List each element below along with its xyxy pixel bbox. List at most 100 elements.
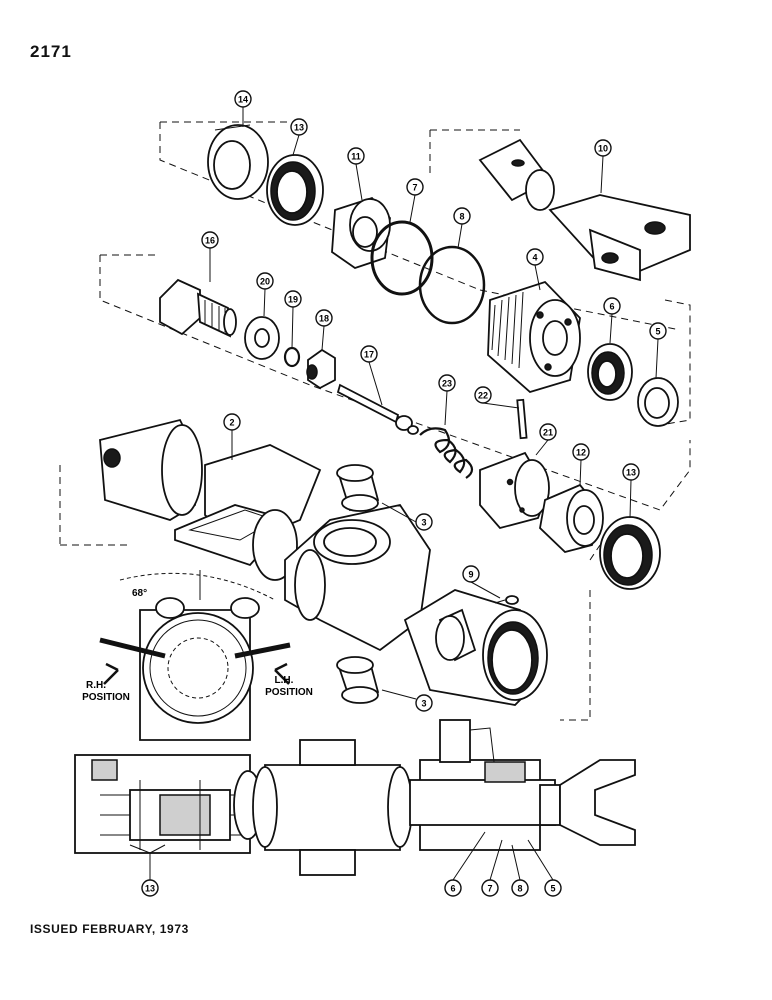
part-16-bolt bbox=[159, 278, 237, 338]
callout-7-bottom: 7 bbox=[481, 879, 499, 897]
callout-13-top: 13 bbox=[290, 118, 308, 136]
callout-17: 17 bbox=[360, 345, 378, 363]
callout-7-top: 7 bbox=[406, 178, 424, 196]
callout-number: 8 bbox=[459, 212, 464, 222]
callout-circle bbox=[572, 443, 590, 461]
callout-number: 7 bbox=[487, 884, 492, 894]
callout-number: 12 bbox=[576, 448, 586, 458]
callout-circle bbox=[438, 374, 456, 392]
callout-circle bbox=[290, 118, 308, 136]
page-number: 2171 bbox=[30, 42, 72, 61]
callout-4: 4 bbox=[526, 248, 544, 266]
callout-6-bottom: 6 bbox=[444, 879, 462, 897]
callout-circle bbox=[539, 423, 557, 441]
part-3-bushing-bottom bbox=[336, 656, 380, 704]
middle-group-outline bbox=[99, 254, 691, 511]
part-3-bushing-top bbox=[336, 464, 380, 512]
callout-circle bbox=[201, 231, 219, 249]
part-20-washer bbox=[244, 316, 280, 360]
callout-number: 23 bbox=[442, 379, 452, 389]
part-14-seal bbox=[207, 124, 269, 200]
callout-number: 3 bbox=[421, 518, 426, 528]
lh-position-label-line1: L.H. bbox=[275, 675, 294, 686]
part-13-seal-mid bbox=[599, 516, 661, 590]
cross-section-center bbox=[252, 739, 413, 876]
callout-circle bbox=[511, 879, 529, 897]
callout-number: 11 bbox=[351, 152, 361, 162]
callout-circle bbox=[415, 513, 433, 531]
cylinder-end-cap bbox=[403, 589, 548, 706]
rh-position-label-line2: POSITION bbox=[82, 692, 130, 703]
callout-number: 22 bbox=[478, 391, 488, 401]
callout-16: 16 bbox=[201, 231, 219, 249]
callout-circle bbox=[544, 879, 562, 897]
part-10-rod-clevis bbox=[478, 138, 691, 282]
callout-number: 9 bbox=[468, 570, 473, 580]
callout-circle bbox=[444, 879, 462, 897]
callout-circle bbox=[360, 345, 378, 363]
top-group-outline bbox=[159, 121, 691, 426]
issued-date: ISSUED FEBRUARY, 1973 bbox=[30, 922, 189, 936]
callout-11: 11 bbox=[347, 147, 365, 165]
callout-number: 16 bbox=[205, 236, 215, 246]
callout-circle bbox=[315, 309, 333, 327]
callout-number: 13 bbox=[294, 123, 304, 133]
part-7-o-ring-top bbox=[370, 220, 434, 296]
end-view-position-diagram bbox=[99, 570, 291, 741]
part-4-piston bbox=[487, 280, 581, 394]
part-8-backup-ring-top bbox=[418, 245, 486, 325]
callout-circle bbox=[256, 272, 274, 290]
lh-position-label-line2: POSITION bbox=[265, 687, 313, 698]
callout-number: 17 bbox=[364, 350, 374, 360]
callout-circle bbox=[234, 90, 252, 108]
callout-number: 2 bbox=[229, 418, 234, 428]
part-22-pin bbox=[516, 398, 528, 440]
callout-19: 19 bbox=[284, 290, 302, 308]
callout-10: 10 bbox=[594, 139, 612, 157]
callout-number: 13 bbox=[626, 468, 636, 478]
callout-circle bbox=[622, 463, 640, 481]
callout-8-top: 8 bbox=[453, 207, 471, 225]
callout-number: 8 bbox=[517, 884, 522, 894]
callout-number: 21 bbox=[543, 428, 553, 438]
callout-circle bbox=[526, 248, 544, 266]
callout-circle bbox=[594, 139, 612, 157]
callout-circle bbox=[347, 147, 365, 165]
callout-circle bbox=[284, 290, 302, 308]
rh-position-label-line1: R.H. bbox=[86, 680, 106, 691]
callout-circle bbox=[223, 413, 241, 431]
callout-number: 18 bbox=[319, 314, 329, 324]
callout-2: 2 bbox=[223, 413, 241, 431]
callout-number: 6 bbox=[450, 884, 455, 894]
part-6-seal-top bbox=[587, 343, 633, 401]
callout-circle bbox=[603, 297, 621, 315]
callout-3-top: 3 bbox=[415, 513, 433, 531]
part-11-gland bbox=[331, 196, 391, 269]
part-2-cylinder-tube bbox=[99, 418, 322, 581]
callout-circle bbox=[141, 879, 159, 897]
callout-number: 20 bbox=[260, 277, 270, 287]
part-9-screw bbox=[494, 595, 519, 605]
callout-number: 10 bbox=[598, 144, 608, 154]
callout-13-bottom: 13 bbox=[141, 879, 159, 897]
callout-21: 21 bbox=[539, 423, 557, 441]
part-19-o-ring bbox=[283, 346, 301, 368]
part-18-fitting bbox=[306, 348, 336, 390]
callout-23: 23 bbox=[438, 374, 456, 392]
callout-number: 4 bbox=[532, 253, 537, 263]
callout-number: 5 bbox=[655, 327, 660, 337]
callout-number: 13 bbox=[145, 884, 155, 894]
callout-number: 5 bbox=[550, 884, 555, 894]
callout-circle bbox=[481, 879, 499, 897]
callout-number: 6 bbox=[609, 302, 614, 312]
part-12-guide bbox=[539, 483, 604, 553]
angle-label: 68° bbox=[132, 588, 147, 599]
callout-number: 19 bbox=[288, 295, 298, 305]
callout-9: 9 bbox=[462, 565, 480, 583]
callout-number: 7 bbox=[412, 183, 417, 193]
callout-22: 22 bbox=[474, 386, 492, 404]
part-21-sleeve bbox=[479, 451, 550, 530]
